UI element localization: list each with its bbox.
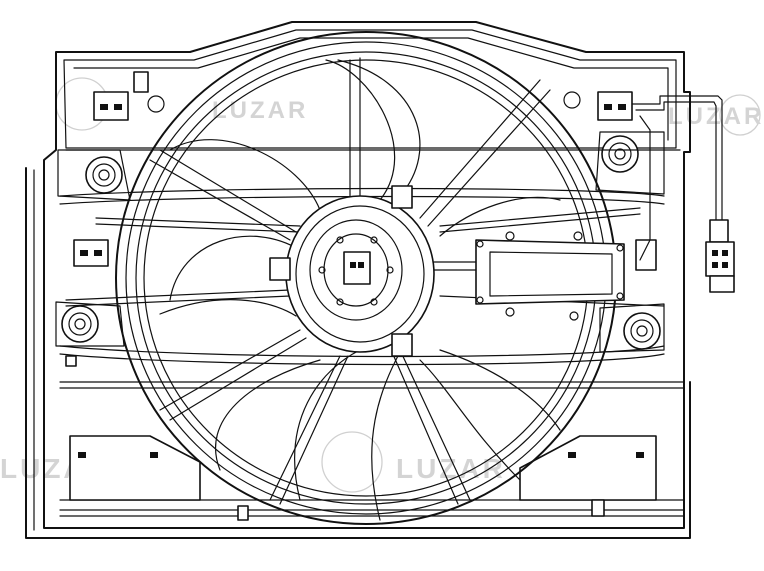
- clip-side-right: [635, 239, 657, 271]
- shroud-frame: [25, 21, 691, 539]
- clip-top-left: [93, 71, 165, 121]
- bracket-bottom-right: [519, 435, 657, 501]
- mounting-lug-left-lower: [55, 301, 125, 347]
- hub-struts: [149, 57, 551, 505]
- control-module: [433, 231, 625, 321]
- wiring-harness: [631, 95, 723, 261]
- motor-hub: [269, 185, 435, 357]
- bottom-tabs: [65, 355, 605, 521]
- watermark-logo-top: LUZAR LUZAR: [55, 77, 764, 136]
- bracket-bottom-left: [69, 435, 201, 501]
- clip-top-right: [563, 91, 633, 121]
- fan-blades: [159, 59, 561, 521]
- clip-side-left: [73, 239, 109, 267]
- electrical-connector: [705, 219, 735, 293]
- svg-text:LUZAR: LUZAR: [668, 103, 764, 130]
- svg-text:LUZAR: LUZAR: [212, 97, 308, 124]
- mounting-lug-right-lower: [599, 303, 665, 353]
- mounting-lug-right-upper: [595, 131, 665, 195]
- svg-text:LUZAR: LUZAR: [396, 453, 506, 484]
